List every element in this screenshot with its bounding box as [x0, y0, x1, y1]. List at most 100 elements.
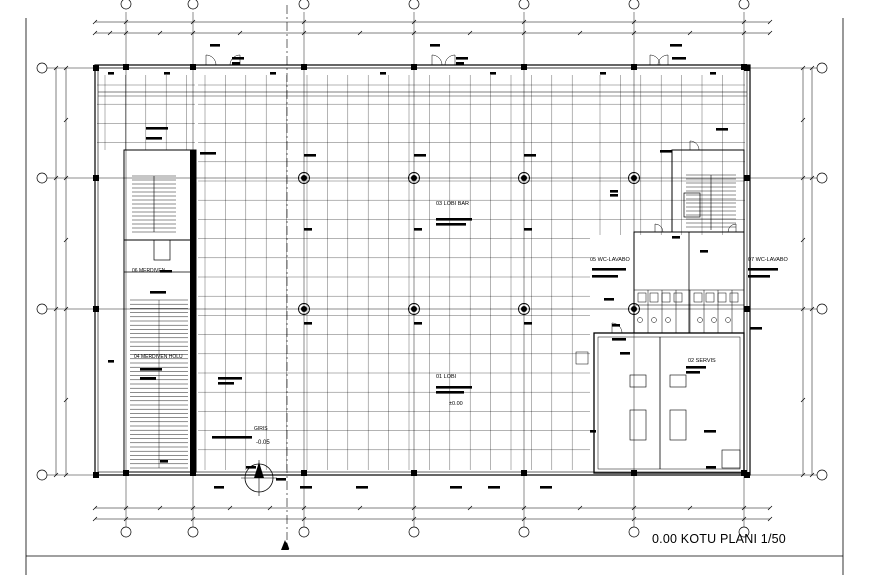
annotation-bar — [672, 57, 686, 60]
floor-tile-grid — [97, 75, 745, 470]
wall-column — [744, 175, 750, 181]
dimension-tick — [357, 30, 363, 36]
column-ring — [408, 303, 420, 315]
annotation-bar — [160, 270, 172, 273]
dimension-tick — [92, 516, 98, 522]
annotation-bar — [488, 486, 500, 489]
annotation-bar — [436, 223, 466, 226]
column-ring — [518, 303, 530, 315]
annotation-bar — [524, 322, 532, 325]
annotation-bar — [456, 57, 468, 60]
annotation-bar — [218, 377, 242, 380]
annotation-bar — [140, 377, 156, 380]
fixtures — [153, 54, 741, 469]
annotation-bar — [146, 137, 162, 140]
annotation-bar — [456, 62, 464, 65]
drawing-frame — [25, 18, 844, 575]
wc-toilet — [693, 292, 703, 303]
dimension-tick — [237, 30, 243, 36]
annotation-bar — [748, 275, 770, 278]
door-swing — [654, 223, 664, 233]
drawing-title: 0.00 KOTU PLANI 1/50 — [652, 532, 786, 546]
axis-bubble — [518, 0, 530, 10]
annotation-bar — [108, 360, 114, 363]
annotation-bar — [686, 371, 700, 374]
dimension-tick — [467, 30, 473, 36]
wc-basin — [651, 317, 657, 323]
right-stair-wall — [671, 149, 745, 233]
wc-toilet — [717, 292, 727, 303]
stair-core-thick-wall — [190, 150, 196, 472]
wc-toilet — [661, 292, 671, 303]
annotation-bar — [450, 486, 462, 489]
column-ring — [518, 172, 530, 184]
wc-toilet — [705, 292, 715, 303]
dimension-tick — [767, 30, 773, 36]
column-core — [411, 175, 417, 181]
room-label-stair-room: 06 MERDIVEN — [132, 268, 166, 274]
column-core — [521, 175, 527, 181]
dimension-tick — [687, 505, 693, 511]
annotation-bar — [592, 268, 626, 271]
annotation-bar — [706, 466, 716, 469]
service-sink — [721, 449, 741, 469]
wall-column — [123, 470, 129, 476]
wall-column — [301, 64, 307, 70]
axis-bubble — [298, 526, 310, 538]
annotation-marks — [108, 44, 778, 550]
walls — [94, 64, 751, 476]
annotation-bar — [232, 62, 240, 65]
dimension-tick — [92, 30, 98, 36]
level-lobby: ±0.00 — [449, 401, 463, 407]
annotation-bar — [436, 218, 472, 221]
axis-bubble — [628, 0, 640, 10]
annotation-bar — [414, 154, 426, 157]
axis-bubble — [816, 469, 828, 481]
wall-column — [93, 306, 99, 312]
annotation-bar — [212, 436, 252, 439]
dimension-tick — [577, 30, 583, 36]
axis-bubble — [816, 303, 828, 315]
door-swing — [205, 54, 217, 66]
annotation-bar — [524, 228, 532, 231]
axis-bubble — [628, 526, 640, 538]
door-swing — [649, 54, 661, 66]
column-core — [631, 306, 637, 312]
structural-columns — [93, 64, 750, 478]
annotation-bar — [270, 72, 276, 75]
column-core — [301, 306, 307, 312]
kitchen-counter — [669, 409, 687, 441]
dimension-tick — [357, 505, 363, 511]
section-arrow — [281, 540, 289, 550]
stair-core-wall — [123, 149, 197, 473]
axis-bubble — [738, 526, 750, 538]
annotation-bar — [304, 322, 312, 325]
wall-column — [521, 470, 527, 476]
wc-basin — [637, 317, 643, 323]
dimension-tick — [767, 516, 773, 522]
column-core — [301, 175, 307, 181]
axis-bubbles — [36, 0, 828, 538]
kitchen-appliance — [629, 374, 647, 388]
axis-bubble — [408, 526, 420, 538]
wall-column — [744, 472, 750, 478]
wc-toilet — [673, 292, 683, 303]
room-label-stair-hall: 04 MERDIVEN HOLU — [134, 354, 183, 360]
axis-bubble — [187, 526, 199, 538]
wall-column — [411, 64, 417, 70]
fixture-box — [575, 351, 589, 365]
annotation-bar — [610, 190, 618, 193]
column-ring — [298, 303, 310, 315]
annotation-bar — [356, 486, 368, 489]
dimension-tick — [92, 19, 98, 25]
door-swing — [444, 54, 456, 66]
wall-column — [190, 64, 196, 70]
wc-basin — [697, 317, 703, 323]
label-entrance: GIRIS — [254, 426, 268, 432]
annotation-bar — [490, 72, 496, 75]
wall-column — [93, 472, 99, 478]
dimension-tick — [227, 505, 233, 511]
column-core — [631, 175, 637, 181]
annotation-bar — [672, 236, 680, 239]
annotation-bar — [524, 154, 536, 157]
